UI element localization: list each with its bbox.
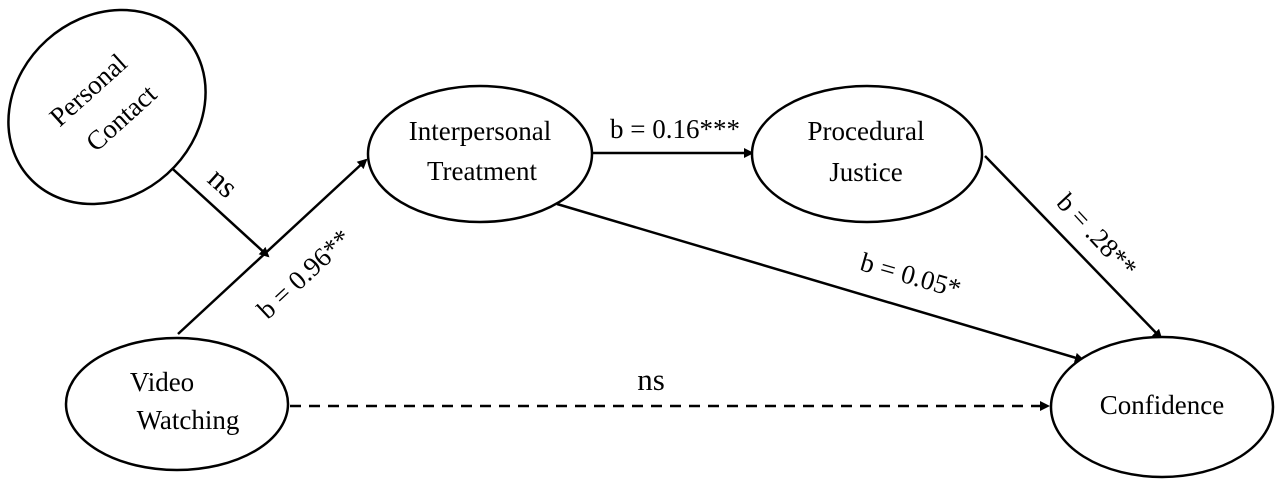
node-personal-contact-ellipse xyxy=(7,8,207,206)
edge-treatment-to-confidence xyxy=(556,202,1085,363)
node-video-watching-line1: Video xyxy=(130,367,194,397)
node-video-watching-line2: Watching xyxy=(137,405,240,435)
edge-label-treatment-confidence: b = 0.05* xyxy=(857,247,964,304)
node-procedural-justice-line1: Procedural xyxy=(808,116,925,146)
node-confidence-ellipse xyxy=(1049,335,1275,479)
node-interpersonal-treatment-line2: Treatment xyxy=(427,156,537,186)
edges xyxy=(151,148,1163,411)
edge-justice-to-confidence xyxy=(984,155,1163,340)
edge-label-treatment-justice: b = 0.16*** xyxy=(610,114,740,144)
node-procedural-justice: Procedural Justice xyxy=(750,84,984,224)
edge-label-video-confidence: ns xyxy=(637,362,665,397)
node-interpersonal-treatment-ellipse xyxy=(366,84,594,224)
node-interpersonal-treatment-line1: Interpersonal xyxy=(409,116,551,146)
node-confidence: Confidence xyxy=(1049,335,1275,479)
node-personal-contact: Personal Contact xyxy=(7,8,207,206)
edge-labels: ns b = 0.96** b = 0.16*** b = 0.05* b = … xyxy=(201,114,1143,397)
edge-label-justice-confidence: b = .28** xyxy=(1051,187,1143,283)
edge-video-to-treatment xyxy=(177,158,368,335)
node-interpersonal-treatment: Interpersonal Treatment xyxy=(366,84,594,224)
edge-label-contact: ns xyxy=(201,160,245,204)
edge-label-video-treatment: b = 0.96** xyxy=(251,223,357,324)
node-confidence-label: Confidence xyxy=(1100,390,1224,420)
node-video-watching: Video Watching xyxy=(64,336,290,472)
node-video-watching-ellipse xyxy=(64,336,290,472)
node-procedural-justice-ellipse xyxy=(750,84,984,224)
node-procedural-justice-line2: Justice xyxy=(829,157,903,187)
